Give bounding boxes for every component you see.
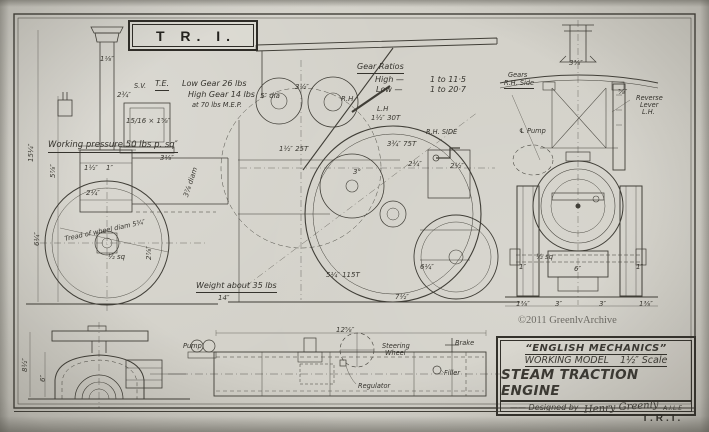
title-block-inner: “ENGLISH MECHANICS” WORKING MODEL 1½″ Sc…: [500, 340, 692, 416]
safety-valve-label: S.V.: [134, 82, 147, 90]
plan-steering-label-line2: Wheel: [385, 349, 406, 357]
view-side-elevation: [220, 37, 520, 303]
dimension-label: 5⅞″: [49, 164, 57, 178]
dimension-label: 1″: [636, 263, 644, 271]
dimension-label: 2½″: [450, 162, 464, 170]
dimension-label: 6″: [39, 374, 47, 382]
reverse-lever-label-line1: Reverse: [636, 94, 663, 102]
view-rear-elevation: [499, 20, 659, 307]
dimension-label: 2¾″: [117, 91, 131, 99]
dimension-label: 3¾″ 75T: [387, 140, 417, 148]
view-left-elevation: [26, 26, 229, 312]
dimension-label: 1½″: [84, 164, 98, 172]
title-block: “ENGLISH MECHANICS” WORKING MODEL 1½″ Sc…: [496, 336, 696, 416]
plan-regulator-label: Regulator: [358, 382, 391, 390]
dimension-label: 12⅝″: [336, 326, 355, 334]
scale-text: 1½″ Scale: [619, 355, 668, 366]
tractive-effort-low: Low Gear 26 lbs: [182, 79, 247, 88]
plan-steering-label-line1: Steering: [382, 342, 410, 350]
gear-ratio-low-label: Low —: [376, 85, 403, 94]
dimension-label: 15¼″: [27, 143, 35, 162]
dimension-label: ½ sq: [108, 253, 126, 261]
gear-ratios-title: Gear Ratios: [357, 62, 404, 74]
gears-side-note-line2: R.H. Side: [504, 79, 535, 90]
dimension-label: 3½″: [295, 83, 309, 91]
dimension-label: 6¼″: [420, 263, 434, 271]
dimension-label: 2⅞″: [145, 246, 153, 260]
dimension-label: 1⅜″: [639, 300, 653, 308]
tractive-effort-high: High Gear 14 lbs: [188, 90, 255, 99]
dimension-label: 1″: [519, 263, 527, 271]
dimension-label: 1½″ 30T: [371, 114, 401, 122]
dimension-label: 1½″ 25T: [279, 145, 309, 153]
tractive-effort-mep: at 70 lbs M.E.P.: [192, 101, 242, 109]
drawing-reference-text: T R. I.: [155, 27, 237, 44]
dimension-label: 2¼″: [86, 189, 100, 197]
dimension-label: 3⅜″: [569, 59, 583, 67]
dimension-label: 5″ dia: [260, 92, 280, 100]
dimension-label: 1⅜″: [516, 300, 530, 308]
dimension-label: 2¾″: [408, 160, 422, 168]
dimension-label: 14″: [218, 294, 230, 302]
reverse-lever-label-line2: Lever: [640, 101, 659, 109]
model-text: WORKING MODEL: [524, 355, 609, 366]
view-plan: [150, 330, 500, 397]
plan-filler-label: Filler: [444, 369, 461, 377]
tractive-effort-label: T.E.: [155, 79, 170, 91]
dimension-label: L.H: [377, 105, 389, 113]
dimension-label: 3⅛″: [160, 154, 174, 162]
gear-ratio-high-value: 1 to 11·5: [430, 75, 467, 84]
pump-centerline-label: ℄ Pump: [519, 127, 546, 135]
dimension-label: 15/16 × 1⅝″: [126, 117, 171, 125]
model-line: WORKING MODEL 1½″ Scale: [524, 355, 668, 367]
archive-watermark: ©2011 GreenlvArchive: [518, 315, 617, 326]
drawing-title: STEAM TRACTION ENGINE: [501, 367, 691, 402]
dimension-label: 3″: [599, 300, 607, 308]
publication-name: “ENGLISH MECHANICS”: [525, 343, 667, 355]
dimension-label: 1″: [106, 164, 114, 172]
plan-pump-label: Pump: [183, 342, 202, 350]
dimension-label: 3″: [555, 300, 563, 308]
dimension-label: 3°: [353, 168, 361, 176]
gear-ratio-low-value: 1 to 20·7: [430, 85, 467, 94]
view-front-elevation: [28, 322, 190, 408]
designed-by-text: —— Designed by: [510, 403, 579, 412]
weight-note: Weight about 35 lbs: [196, 281, 277, 293]
reverse-lever-label-line3: L.H.: [642, 108, 655, 116]
dimension-label: 8½″: [21, 358, 29, 372]
dimension-label: 7½″: [395, 293, 409, 301]
drawing-reference-box: T R. I.: [128, 20, 258, 51]
dimension-label: 5¼″ 115T: [326, 271, 360, 279]
drawing-reference-box-inner-border: [132, 24, 254, 47]
dimension-label: 1⅛″: [100, 55, 114, 63]
designer-credentials: A.I.L.E: [663, 405, 682, 412]
dimension-label: ⅝″: [618, 88, 628, 96]
dimension-label: 6″: [574, 265, 582, 273]
designer-line: —— Designed by Henry Greenly A.I.L.E: [510, 399, 682, 415]
dimension-label: 6¼″: [33, 232, 41, 246]
dimension-label: ½ sq: [536, 253, 554, 261]
footer-reference-text: T.R.I.: [642, 413, 684, 424]
gear-ratio-high-label: High —: [375, 75, 404, 84]
working-pressure-note: Working pressure 50 lbs p. sq″: [48, 140, 178, 153]
gears-side-note-line1: Gears: [508, 71, 528, 79]
plan-brake-label: Brake: [455, 339, 475, 347]
rh-side-label: R.H. SIDE: [426, 128, 458, 136]
dimension-label: R.H: [341, 95, 354, 103]
